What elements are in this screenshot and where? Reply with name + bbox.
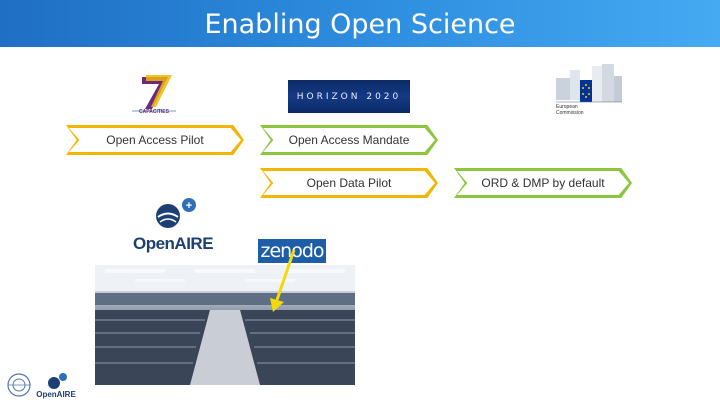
title-bar (0, 0, 720, 47)
horizon-2020-logo: HORIZON 2020 (288, 80, 410, 113)
svg-text:+: + (186, 200, 192, 212)
openaire-logo-text: OpenAIRE (132, 234, 214, 253)
cern-logo (6, 372, 32, 398)
open-data-pilot-chevron: Open Data Pilot (260, 168, 438, 198)
ec-label-line2: Commission (556, 110, 584, 116)
fp7-logo: CAPACITIES (128, 73, 180, 119)
openaire-small-logo-text: OpenAIRE (36, 390, 76, 399)
openaire-logo: + OpenAIRE (128, 196, 218, 254)
arrow-icon (270, 249, 296, 312)
open-access-mandate-label: Open Access Mandate (288, 133, 410, 147)
fp7-label: CAPACITIES (139, 109, 169, 115)
data-centre-photo (95, 265, 355, 385)
european-commission-logo: European Commission (552, 60, 624, 120)
open-data-pilot-label: Open Data Pilot (306, 176, 392, 190)
open-access-pilot-chevron: Open Access Pilot (66, 125, 244, 155)
ord-dmp-label: ORD & DMP by default (481, 176, 605, 190)
ord-dmp-chevron: ORD & DMP by default (454, 168, 632, 198)
openaire-small-logo: OpenAIRE (34, 372, 78, 402)
ec-label: European Commission (556, 104, 584, 116)
ec-label-line1: European (556, 104, 578, 110)
slide-title: Enabling Open Science (204, 9, 516, 40)
open-access-mandate-chevron: Open Access Mandate (260, 125, 438, 155)
horizon-2020-text: HORIZON 2020 (296, 91, 402, 102)
open-access-pilot-label: Open Access Pilot (106, 133, 204, 147)
